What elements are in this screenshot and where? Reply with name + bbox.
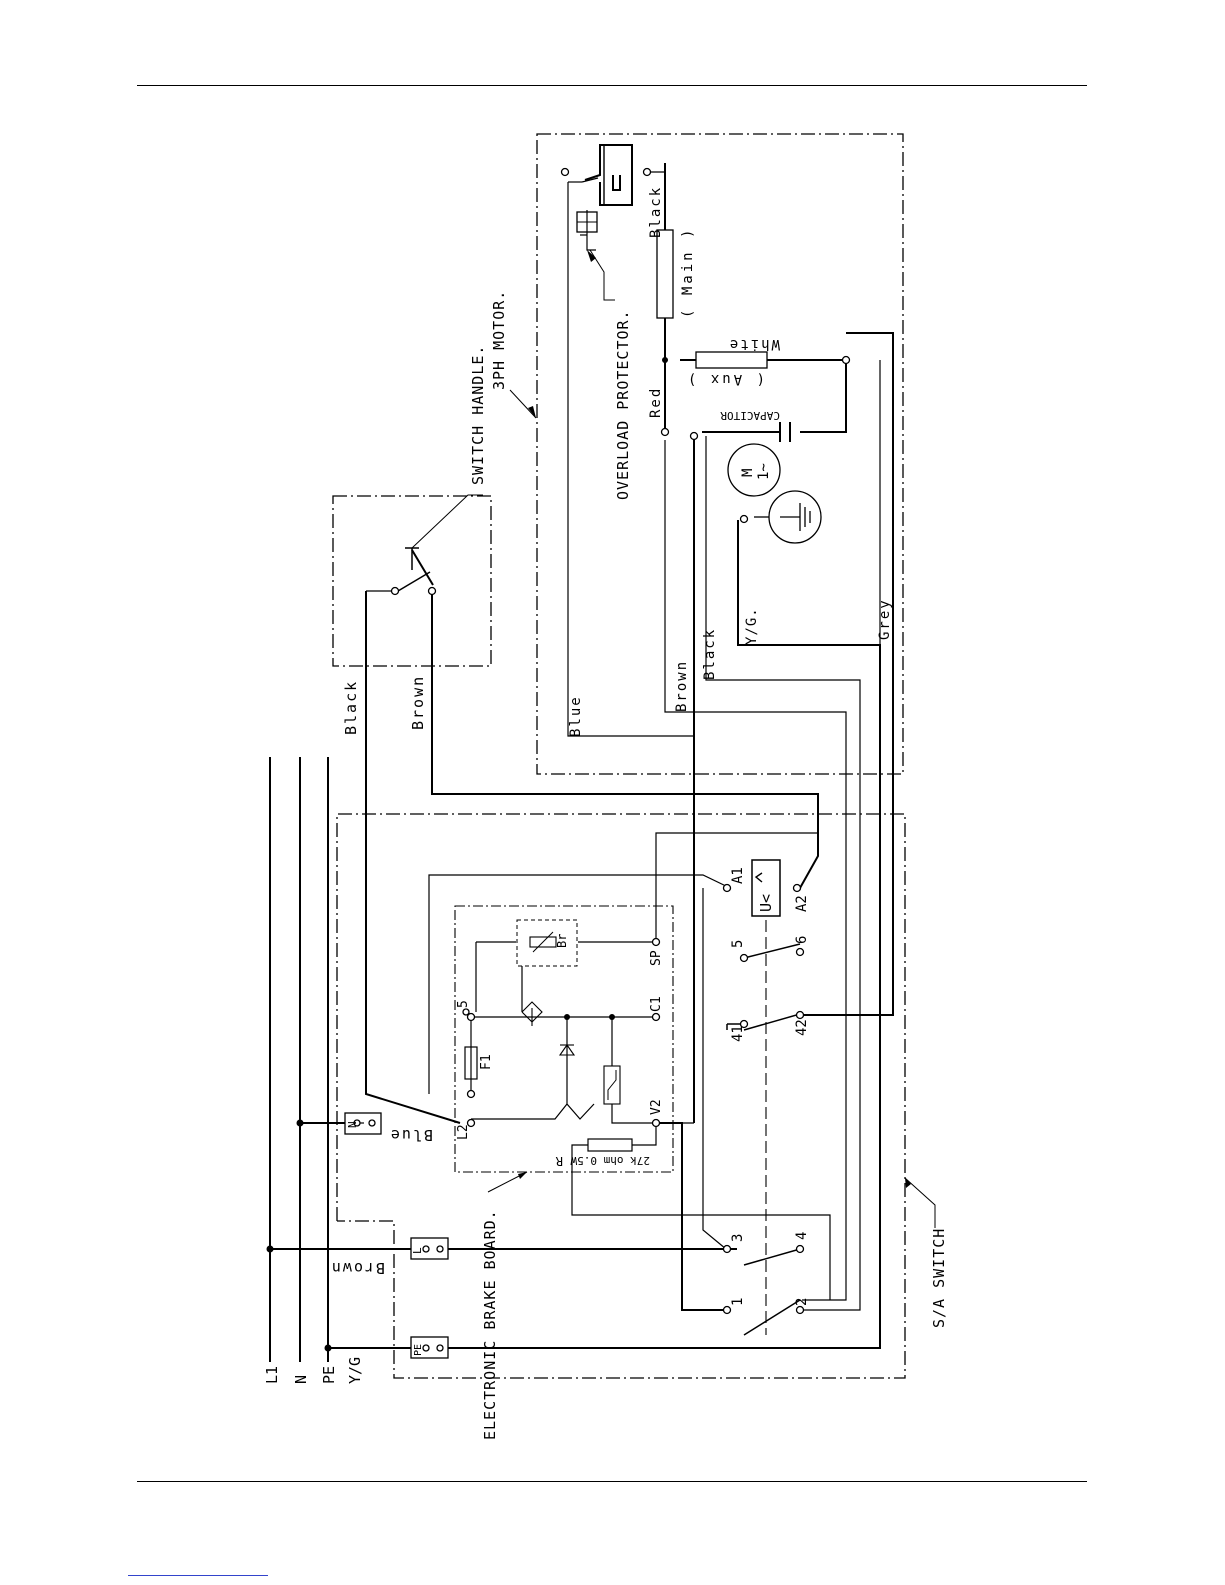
label-contact-3: 3	[730, 1234, 746, 1242]
label-board-f1: F1	[479, 1054, 494, 1070]
label-contact-a2: A2	[794, 895, 810, 912]
callout-overload: OVERLOAD PROTECTOR.	[614, 309, 632, 500]
main-winding	[657, 230, 673, 318]
label-contact-42: 42	[794, 1019, 810, 1036]
label-contact-1: 1	[730, 1298, 746, 1306]
overload-element	[604, 145, 632, 205]
label-black-motor: Black	[702, 628, 718, 680]
label-black-main: Black	[648, 186, 664, 238]
label-terminal-pe: PE	[413, 1344, 424, 1356]
label-board-br: Br	[555, 934, 569, 948]
label-contact-5: 5	[730, 940, 746, 948]
label-board-c1: C1	[649, 996, 664, 1012]
label-main-winding: ( Main )	[680, 227, 696, 318]
supply-taps	[270, 1123, 411, 1348]
label-board-v2: V2	[649, 1099, 664, 1115]
label-contact-uv: U<	[757, 894, 775, 912]
label-aux-winding: ( Aux )	[685, 371, 765, 387]
sa-switch-box	[337, 814, 905, 1378]
label-l1: L1	[263, 1366, 281, 1384]
label-white: White	[728, 336, 780, 352]
label-blue-motor: Blue	[568, 695, 584, 737]
label-contact-2: 2	[794, 1298, 810, 1306]
label-grey-motor: Grey	[877, 598, 893, 640]
switch-handle-box	[333, 496, 491, 666]
label-pe: PE	[320, 1366, 338, 1384]
label-terminal-l: L	[411, 1247, 424, 1254]
label-contact-a1: A1	[730, 867, 746, 884]
brake-resistor	[588, 1139, 632, 1151]
callout-leaders	[412, 250, 935, 1228]
label-black-handle: Black	[342, 680, 360, 735]
label-board-r: R	[555, 1154, 563, 1168]
label-terminal-n: N	[346, 1121, 359, 1128]
label-board-5: 5	[456, 1000, 471, 1008]
label-n: N	[292, 1375, 310, 1384]
callout-brake-board: ELECTRONIC BRAKE BOARD.	[481, 1209, 499, 1440]
label-brown-terminal: Brown	[330, 1259, 385, 1277]
label-blue-terminal: Blue	[389, 1126, 433, 1144]
diodes	[522, 1002, 574, 1055]
label-motor-m: M	[740, 469, 756, 477]
callout-sa-switch: S/A SWITCH	[930, 1228, 948, 1328]
label-red: Red	[648, 387, 664, 418]
label-contact-4: 4	[794, 1232, 810, 1240]
label-capacitor: CAPACITOR	[720, 409, 780, 422]
callout-switch-handle: SWITCH HANDLE.	[469, 345, 487, 485]
supply-rails	[270, 757, 328, 1362]
label-yg-terminal: Y/G	[346, 1357, 364, 1384]
label-brown-handle: Brown	[409, 675, 427, 730]
label-board-l2: L2	[456, 1124, 471, 1140]
label-board-sp: SP	[649, 950, 664, 966]
contactor-contacts	[727, 944, 800, 1335]
label-contact-6: 6	[794, 936, 810, 944]
label-yg-motor: Y/G.	[744, 607, 760, 645]
label-contact-41: 41	[730, 1025, 746, 1042]
aux-winding	[696, 352, 767, 368]
label-motor-phase: 1~	[756, 463, 772, 480]
label-brown-motor: Brown	[674, 660, 690, 712]
motor-box	[537, 134, 903, 774]
callout-motor: 3PH MOTOR.	[490, 290, 508, 390]
label-board-resistor: 27k ohm 0.5W	[570, 1154, 650, 1167]
